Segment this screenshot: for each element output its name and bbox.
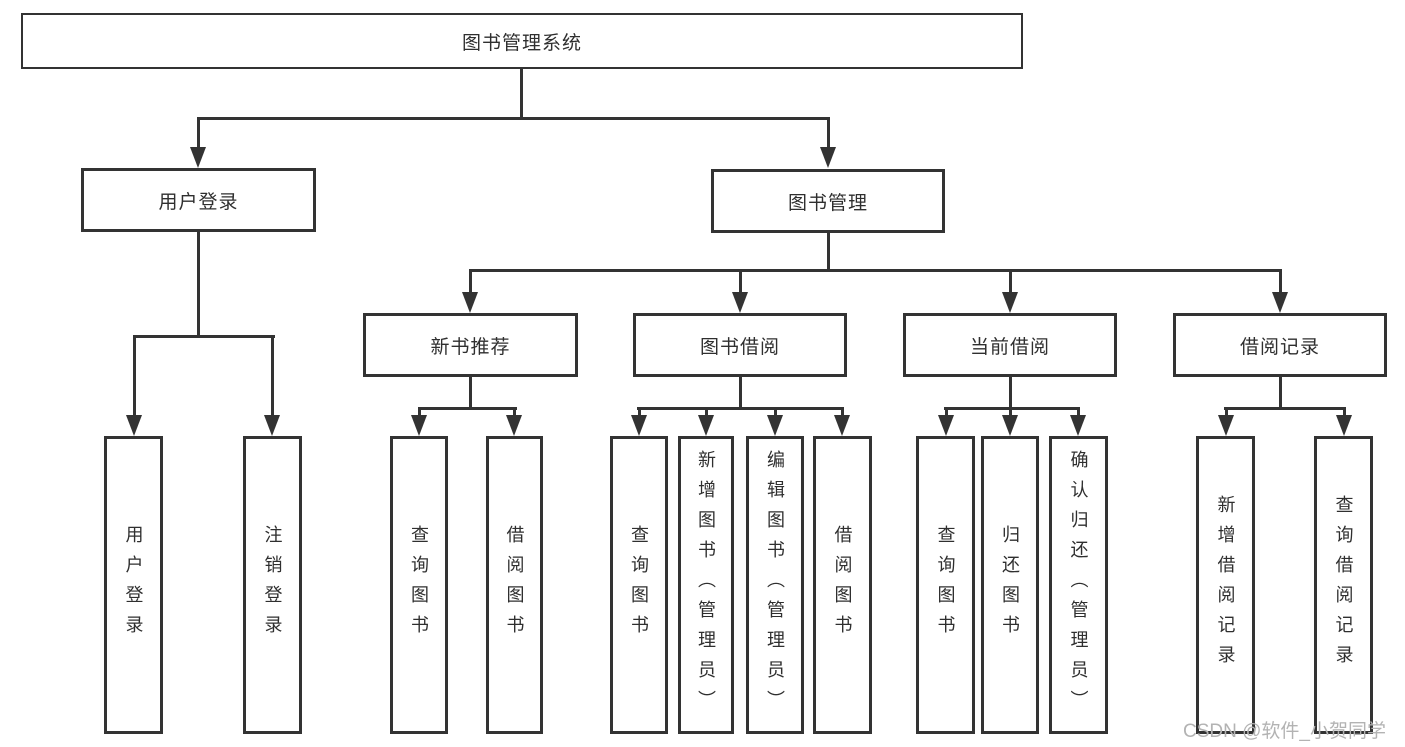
connector-line [827, 233, 830, 271]
arrowhead-icon [264, 415, 280, 436]
connector-line [739, 377, 742, 410]
node-label: 新书推荐 [430, 336, 511, 358]
connector-line [1077, 407, 1080, 419]
arrowhead-icon [1336, 415, 1352, 436]
leaf-user-login: 用户登录 [104, 436, 163, 734]
arrowhead-icon [698, 415, 714, 436]
connector-line [1279, 377, 1282, 410]
leaf-query-books-2: 查询图书 [610, 436, 668, 734]
connector-line [1225, 407, 1228, 419]
node-book-borrow: 图书借阅 [633, 313, 847, 377]
leaf-confirm-return-admin: 确认归还（管理员） [1049, 436, 1108, 734]
connector-line [705, 407, 708, 419]
leaf-borrow-books-2: 借阅图书 [813, 436, 872, 734]
connector-line [1009, 269, 1012, 296]
leaf-query-books-1: 查询图书 [390, 436, 448, 734]
leaf-add-borrow-record: 新增借阅记录 [1196, 436, 1255, 734]
connector-line [1009, 407, 1012, 419]
connector-line [520, 69, 523, 120]
node-label: 图书管理系统 [461, 32, 582, 54]
connector-line [197, 117, 830, 120]
node-label: 注销登录 [262, 525, 283, 645]
connector-line [469, 269, 1282, 272]
connector-line [637, 407, 844, 410]
arrowhead-icon [631, 415, 647, 436]
connector-line [944, 407, 1080, 410]
arrowhead-icon [411, 415, 427, 436]
connector-line [638, 407, 641, 419]
connector-line [1279, 269, 1282, 296]
node-label: 确认归还（管理员） [1068, 450, 1089, 720]
arrowhead-icon [126, 415, 142, 436]
arrowhead-icon [1218, 415, 1234, 436]
node-label: 编辑图书（管理员） [765, 450, 785, 720]
connector-line [271, 335, 274, 420]
node-label: 借阅图书 [832, 525, 853, 645]
arrowhead-icon [1002, 415, 1018, 436]
connector-line [827, 117, 830, 151]
connector-line [739, 269, 742, 296]
connector-line [469, 377, 472, 410]
connector-line [133, 335, 136, 420]
leaf-query-books-3: 查询图书 [916, 436, 975, 734]
leaf-logout: 注销登录 [243, 436, 302, 734]
connector-line [1224, 407, 1345, 410]
node-book-management: 图书管理 [711, 169, 945, 233]
leaf-return-books: 归还图书 [981, 436, 1039, 734]
node-label: 借阅记录 [1239, 336, 1320, 358]
node-system-root: 图书管理系统 [21, 13, 1023, 69]
node-label: 归还图书 [1000, 525, 1020, 645]
node-current-borrow: 当前借阅 [903, 313, 1117, 377]
node-label: 借阅图书 [504, 525, 525, 645]
arrowhead-icon [462, 292, 478, 313]
connector-line [197, 117, 200, 151]
connector-line [945, 407, 948, 419]
node-label: 新增借阅记录 [1215, 495, 1236, 675]
connector-line [469, 269, 472, 296]
connector-line [774, 407, 777, 419]
connector-line [197, 232, 200, 337]
node-label: 新增图书（管理员） [696, 450, 716, 720]
node-borrow-records: 借阅记录 [1173, 313, 1387, 377]
node-new-book-recommend: 新书推荐 [363, 313, 578, 377]
arrowhead-icon [1002, 292, 1018, 313]
arrowhead-icon [767, 415, 783, 436]
node-label: 查询图书 [629, 525, 649, 645]
arrowhead-icon [1070, 415, 1086, 436]
connector-line [133, 335, 275, 338]
node-user-login: 用户登录 [81, 168, 316, 232]
arrowhead-icon [938, 415, 954, 436]
leaf-borrow-books-1: 借阅图书 [486, 436, 543, 734]
node-label: 当前借阅 [969, 336, 1050, 358]
node-label: 查询图书 [409, 525, 429, 645]
connector-line [1343, 407, 1346, 419]
leaf-edit-books-admin: 编辑图书（管理员） [746, 436, 804, 734]
connector-line [841, 407, 844, 419]
node-label: 用户登录 [158, 191, 239, 213]
node-label: 查询借阅记录 [1333, 495, 1354, 675]
node-label: 查询图书 [935, 525, 956, 645]
csdn-watermark: CSDN @软件_小贺同学 [1183, 721, 1386, 742]
leaf-add-books-admin: 新增图书（管理员） [678, 436, 734, 734]
arrowhead-icon [190, 147, 206, 168]
node-label: 图书借阅 [699, 336, 780, 358]
node-label: 图书管理 [787, 192, 868, 214]
leaf-query-borrow-record: 查询借阅记录 [1314, 436, 1373, 734]
arrowhead-icon [506, 415, 522, 436]
arrowhead-icon [1272, 292, 1288, 313]
connector-line [418, 407, 421, 419]
connector-line [513, 407, 516, 419]
node-label: 用户登录 [123, 525, 144, 645]
arrowhead-icon [834, 415, 850, 436]
connector-line [418, 407, 517, 410]
arrowhead-icon [820, 147, 836, 168]
arrowhead-icon [732, 292, 748, 313]
connector-line [1009, 377, 1012, 410]
